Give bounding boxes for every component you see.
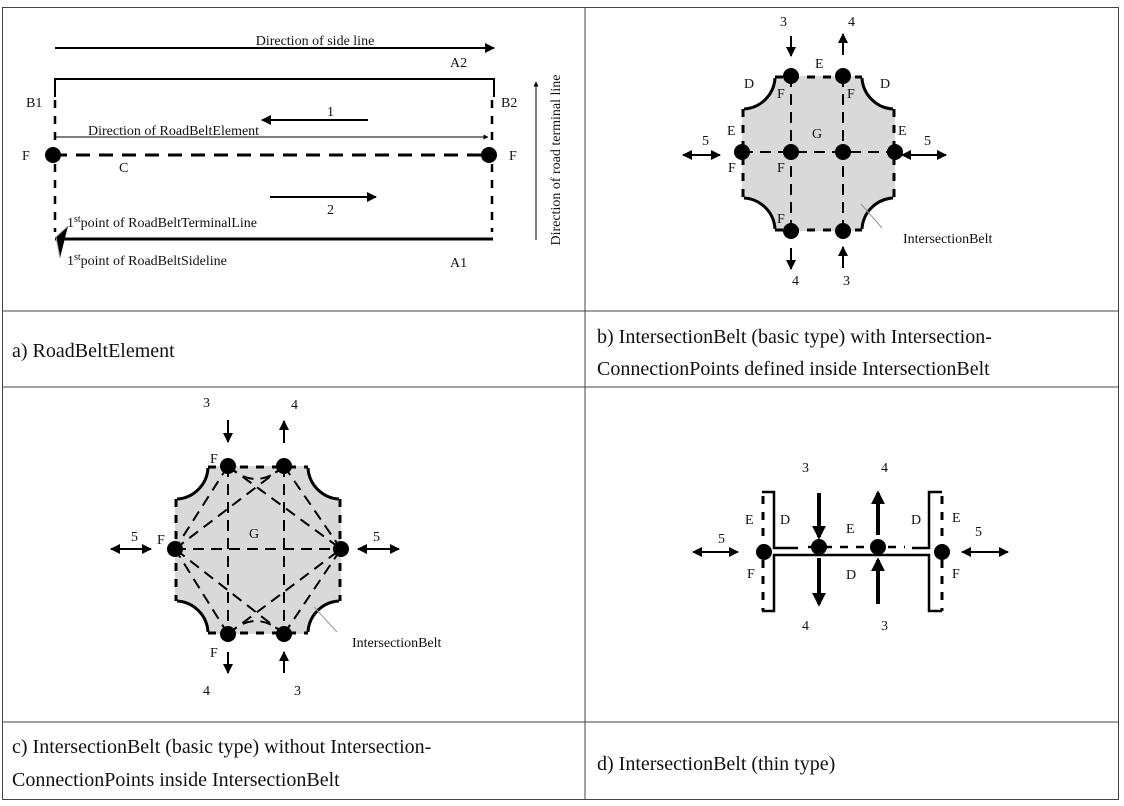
label-f: F bbox=[847, 87, 855, 102]
label-4: 4 bbox=[848, 15, 855, 30]
label-e: E bbox=[952, 511, 961, 526]
intersection-belt-area bbox=[742, 76, 895, 231]
label-f: F bbox=[777, 212, 785, 227]
label-4: 4 bbox=[203, 684, 210, 699]
label-d: D bbox=[880, 77, 890, 92]
caption-c-line1: c) IntersectionBelt (basic type) without… bbox=[12, 736, 431, 758]
connection-points bbox=[756, 539, 950, 560]
belt-edges-e bbox=[761, 496, 944, 611]
caption-d: d) IntersectionBelt (thin type) bbox=[597, 753, 835, 775]
label-3: 3 bbox=[802, 461, 809, 476]
direction-side-line-label: Direction of side line bbox=[256, 34, 375, 49]
belt-leader bbox=[860, 203, 883, 229]
label-d: D bbox=[911, 513, 921, 528]
panel-d-intersection-belt-thin: 3 4 E D E D E 5 5 F D F 4 3 bbox=[692, 461, 1009, 634]
belt-edges bbox=[174, 465, 342, 635]
label-5: 5 bbox=[924, 134, 931, 149]
label-5: 5 bbox=[373, 530, 380, 545]
point-f-left bbox=[45, 147, 61, 163]
label-g: G bbox=[249, 527, 259, 542]
label-f: F bbox=[777, 87, 785, 102]
belt-leader bbox=[313, 606, 338, 633]
label-e: E bbox=[745, 513, 754, 528]
connection-points bbox=[167, 458, 349, 642]
table-grid bbox=[2, 7, 1119, 800]
label-f-left: F bbox=[22, 149, 30, 164]
label-a2: A2 bbox=[450, 56, 467, 71]
point-f-right bbox=[481, 147, 497, 163]
label-f: F bbox=[210, 646, 218, 661]
label-5: 5 bbox=[975, 525, 982, 540]
sideline-first-point-label: 1stpoint of RoadBeltSideline bbox=[67, 252, 227, 269]
label-3: 3 bbox=[881, 619, 888, 634]
panel-c-intersection-belt-basic-without-points: 3 4 F 5 F G 5 F 4 3 IntersectionBelt bbox=[110, 396, 442, 699]
first-point-leader bbox=[55, 225, 69, 259]
label-f: F bbox=[728, 161, 736, 176]
connection-lines bbox=[174, 465, 342, 635]
label-e: E bbox=[846, 522, 855, 537]
intersection-belt-label: IntersectionBelt bbox=[352, 636, 442, 651]
label-f: F bbox=[747, 567, 755, 582]
label-4: 4 bbox=[792, 274, 799, 289]
connection-points bbox=[734, 68, 903, 239]
label-f-right: F bbox=[509, 149, 517, 164]
label-3: 3 bbox=[780, 15, 787, 30]
label-5: 5 bbox=[131, 530, 138, 545]
caption-c-line2: ConnectionPoints inside IntersectionBelt bbox=[12, 769, 340, 791]
label-e: E bbox=[815, 57, 824, 72]
label-b2: B2 bbox=[501, 96, 517, 111]
label-5: 5 bbox=[702, 134, 709, 149]
caption-b-line2: ConnectionPoints defined inside Intersec… bbox=[597, 358, 990, 380]
direction-element-label: Direction of RoadBeltElement bbox=[88, 124, 259, 139]
corner-arcs-d bbox=[743, 77, 894, 230]
lane-1-label: 1 bbox=[327, 105, 334, 120]
label-b1: B1 bbox=[26, 96, 42, 111]
corner-arcs bbox=[176, 467, 340, 633]
panel-a-road-belt-element: Direction of side line A2 B1 B2 1 Direct… bbox=[22, 34, 564, 271]
label-f: F bbox=[157, 533, 165, 548]
thin-belt-outline-d bbox=[762, 490, 942, 613]
label-f: F bbox=[210, 452, 218, 467]
label-4: 4 bbox=[802, 619, 809, 634]
caption-b-line1: b) IntersectionBelt (basic type) with In… bbox=[597, 326, 992, 348]
intersection-belt-label: IntersectionBelt bbox=[903, 232, 993, 247]
label-d: D bbox=[780, 513, 790, 528]
label-f: F bbox=[777, 161, 785, 176]
label-f: F bbox=[952, 567, 960, 582]
label-e: E bbox=[727, 124, 736, 139]
label-c: C bbox=[119, 161, 128, 176]
label-4: 4 bbox=[881, 461, 888, 476]
side-line-a2 bbox=[54, 78, 495, 97]
label-5: 5 bbox=[718, 532, 725, 547]
label-a1: A1 bbox=[450, 256, 467, 271]
terminal-line-first-point-label: 1stpoint of RoadBeltTerminalLine bbox=[67, 214, 257, 231]
direction-terminal-line-label: Direction of road terminal line bbox=[549, 74, 564, 245]
label-4: 4 bbox=[291, 398, 298, 413]
label-g: G bbox=[812, 127, 822, 142]
label-e: E bbox=[898, 124, 907, 139]
label-d: D bbox=[846, 568, 856, 583]
caption-a: a) RoadBeltElement bbox=[12, 340, 175, 362]
label-3: 3 bbox=[843, 274, 850, 289]
label-d: D bbox=[744, 77, 754, 92]
label-3: 3 bbox=[294, 684, 301, 699]
label-3: 3 bbox=[203, 396, 210, 411]
panel-b-intersection-belt-basic-with-points: 3 4 E D D F F E E G 5 5 F F F 4 3 Inters… bbox=[682, 15, 993, 289]
lane-2-label: 2 bbox=[327, 203, 334, 218]
